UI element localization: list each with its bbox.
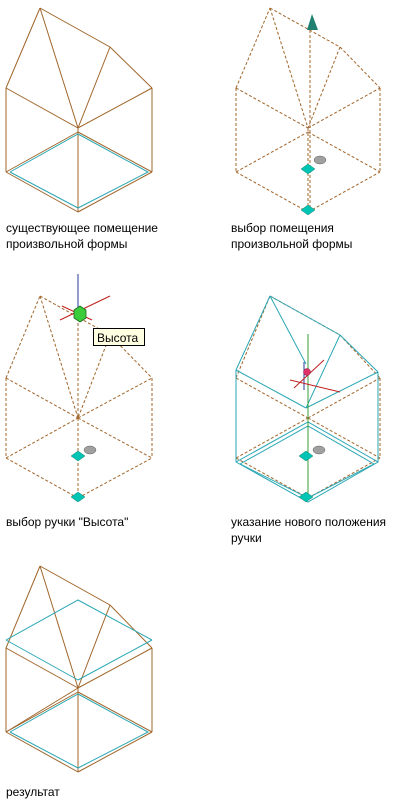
vertex-grip-icon[interactable] <box>300 204 316 216</box>
vertex-grip-icon[interactable] <box>70 450 86 462</box>
caption-room-selected-line2: произвольной формы <box>231 237 353 251</box>
height-grip-icon[interactable] <box>73 305 87 323</box>
caption-new-position-line2: ручки <box>231 531 262 545</box>
height-grip-icon[interactable] <box>303 368 311 376</box>
vertex-grip-icon[interactable] <box>300 163 316 175</box>
panel-new-position <box>235 295 381 503</box>
panel-height-grip <box>5 295 153 499</box>
vertex-grip-icon[interactable] <box>298 491 314 503</box>
panel-result <box>5 565 153 773</box>
caption-new-position-line1: указание нового положения <box>231 515 387 529</box>
apex-grip-icon[interactable] <box>307 14 318 30</box>
caption-result: результат <box>6 785 60 799</box>
panel-room-selected <box>235 7 381 213</box>
vertex-grip-icon[interactable] <box>298 450 314 462</box>
caption-height-grip: выбор ручки "Высота" <box>6 515 129 529</box>
ellipse-grip-icon[interactable] <box>312 445 326 455</box>
vertex-grip-icon[interactable] <box>70 491 86 503</box>
axis-cursor-icon <box>289 359 341 393</box>
ellipse-grip-icon[interactable] <box>83 445 97 455</box>
caption-existing-room-line2: произвольной формы <box>6 237 128 251</box>
height-tooltip: Высота <box>93 328 145 346</box>
ellipse-grip-icon[interactable] <box>313 155 327 165</box>
caption-existing-room-line1: существующее помещение <box>6 221 158 235</box>
caption-room-selected-line1: выбор помещения <box>231 221 334 235</box>
panel-existing-room <box>5 7 153 213</box>
